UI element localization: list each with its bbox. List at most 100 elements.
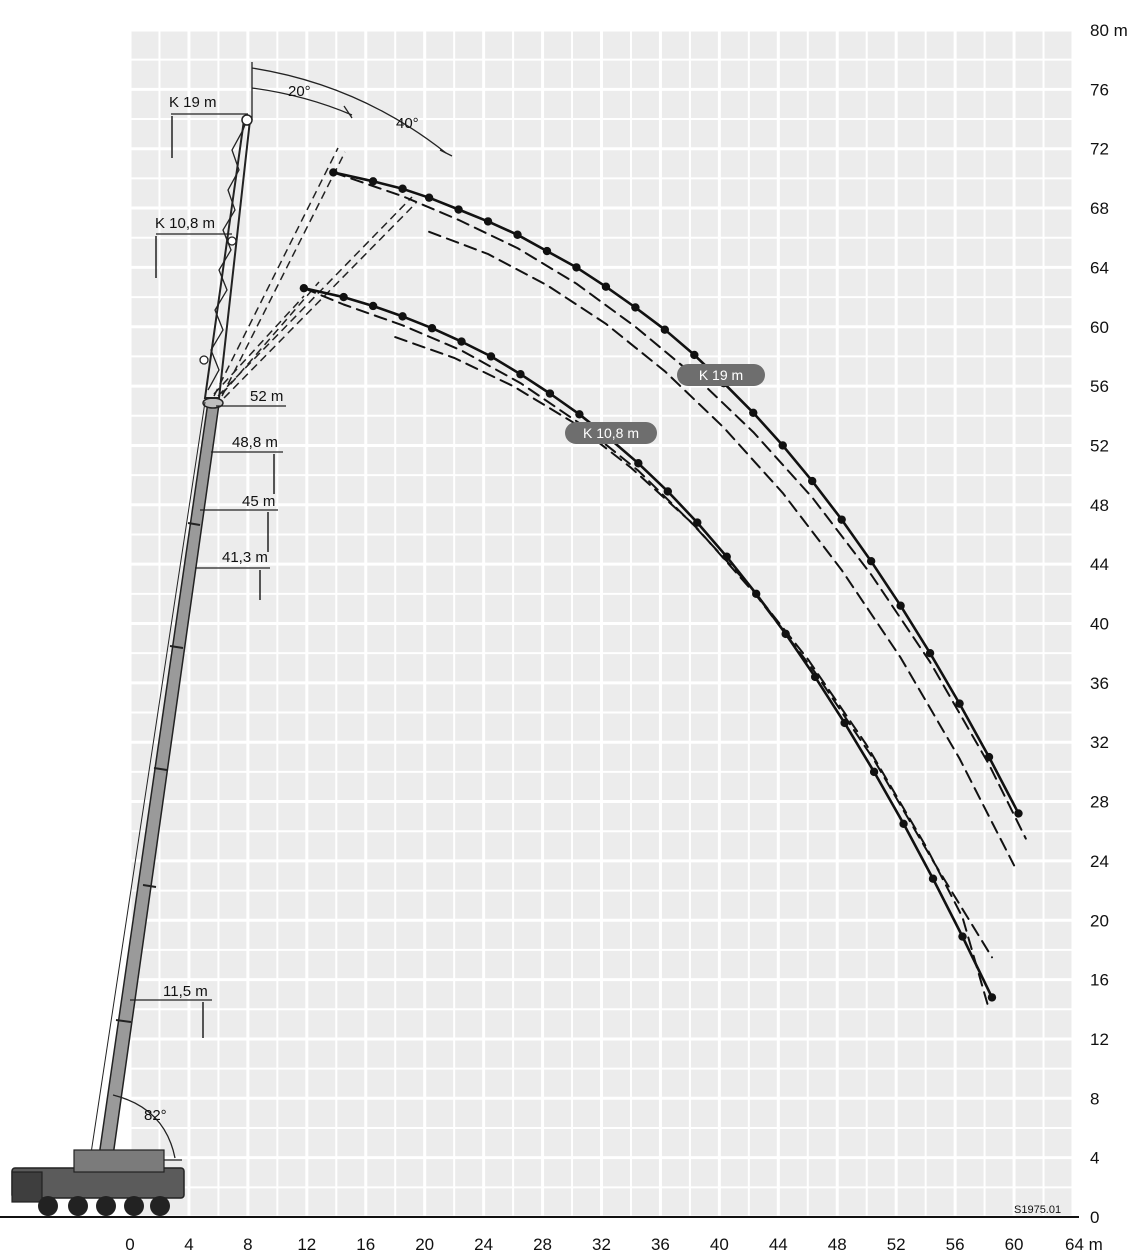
crane-drawing [11, 62, 453, 1216]
ann-angle-82: 82° [144, 1107, 167, 1124]
x-tick-label: 60 [1005, 1235, 1024, 1253]
crane-wheel [124, 1196, 144, 1216]
x-tick-label: 56 [946, 1235, 965, 1253]
curve-point [601, 282, 611, 291]
luffed-jib-short-20 [213, 295, 305, 395]
curve-point [722, 552, 731, 561]
curve-point [693, 518, 702, 527]
x-tick-label: 52 [887, 1235, 906, 1253]
guy-rope [89, 401, 206, 1161]
curve-point [955, 699, 964, 708]
curve-point [513, 230, 522, 239]
y-tick-label: 80 m [1090, 21, 1128, 40]
y-tick-label: 40 [1090, 615, 1109, 634]
curve-point [663, 487, 673, 496]
jib-pivot [199, 355, 209, 365]
y-tick-label: 36 [1090, 674, 1109, 693]
curve-point [781, 629, 790, 639]
x-tick-label: 20 [415, 1235, 434, 1253]
lattice-jib-bracing [207, 121, 247, 391]
ann-boom-52: 52 m [250, 388, 283, 405]
curve-point [1014, 809, 1023, 818]
ann-k108: K 10,8 m [155, 215, 215, 232]
curve-point [572, 263, 581, 272]
x-tick-label: 12 [297, 1235, 316, 1253]
drawing-code: S1975.01 [1014, 1204, 1061, 1216]
boom-section-ring [115, 1019, 132, 1023]
curve-point [778, 441, 787, 450]
y-tick-label: 20 [1090, 911, 1109, 930]
curves [302, 171, 1027, 1011]
luffed-jib-20-b [221, 151, 346, 397]
curve-point [866, 556, 876, 566]
angle-arc-40 [251, 67, 447, 154]
luffed-jib-40-b [223, 202, 417, 399]
curve-point [545, 389, 555, 398]
jib-head [241, 114, 253, 126]
x-tick-label: 28 [533, 1235, 552, 1253]
y-tick-label: 44 [1090, 555, 1109, 574]
curve-point [634, 459, 643, 468]
curve-point [368, 301, 378, 311]
x-tick-label: 48 [828, 1235, 847, 1253]
y-tick-label: 32 [1090, 733, 1109, 752]
boom-section-ring [169, 645, 184, 649]
crane-wheel [96, 1196, 116, 1216]
boom-section-ring [142, 884, 157, 888]
curve-point [840, 718, 849, 728]
curve-point [690, 350, 699, 360]
curve-point [958, 932, 967, 941]
y-tick-label: 52 [1090, 436, 1109, 455]
curve-point [486, 352, 496, 361]
pill-k19: K 19 m [677, 364, 765, 386]
x-tick-label: 40 [710, 1235, 729, 1253]
dashed-curve-5 [394, 336, 990, 1011]
jib-mid-joint [227, 236, 237, 246]
curve-point [457, 337, 466, 346]
y-tick-label: 64 [1090, 258, 1109, 277]
curve-point [925, 648, 935, 658]
curve-point [752, 589, 761, 599]
curve-point [984, 752, 994, 762]
curve-point [749, 408, 758, 418]
y-tick-label: 48 [1090, 496, 1109, 515]
x-tick-label: 44 [769, 1235, 788, 1253]
y-tick-label: 4 [1090, 1149, 1099, 1168]
curve-point [869, 767, 879, 777]
x-tick-label: 4 [184, 1235, 193, 1253]
x-tick-label: 32 [592, 1235, 611, 1253]
curve-point [516, 370, 525, 379]
curve-point [899, 819, 908, 829]
angle-arc-82 [112, 1094, 176, 1159]
pill-k108: K 10,8 m [565, 422, 657, 444]
curve-point [542, 246, 552, 256]
ann-boom-45: 45 m [242, 493, 275, 510]
x-tick-label: 16 [356, 1235, 375, 1253]
x-tick-label: 64 m [1065, 1235, 1103, 1253]
curve-point [810, 672, 820, 682]
range-curve-0 [332, 171, 1020, 815]
y-tick-label: 60 [1090, 318, 1109, 337]
curve-point [454, 205, 463, 214]
pill-k19-text: K 19 m [699, 367, 743, 383]
pill-k108-bg [565, 422, 657, 444]
curve-point [987, 993, 997, 1002]
ann-angle-40: 40° [396, 115, 419, 132]
y-tick-label: 8 [1090, 1089, 1099, 1108]
curve-point [808, 476, 817, 486]
y-tick-label: 68 [1090, 199, 1109, 218]
ann-boom-115: 11,5 m [163, 983, 208, 1000]
curve-point [339, 292, 348, 302]
y-tick-label: 16 [1090, 971, 1109, 990]
pill-k108-text: K 10,8 m [583, 425, 639, 441]
ann-boom-488: 48,8 m [232, 434, 278, 451]
luffed-jib-40 [217, 196, 413, 397]
curve-point [424, 193, 434, 202]
curve-point [575, 410, 584, 419]
range-curve-1 [302, 286, 994, 999]
curve-point [483, 217, 493, 226]
boom-section-ring [187, 522, 201, 526]
